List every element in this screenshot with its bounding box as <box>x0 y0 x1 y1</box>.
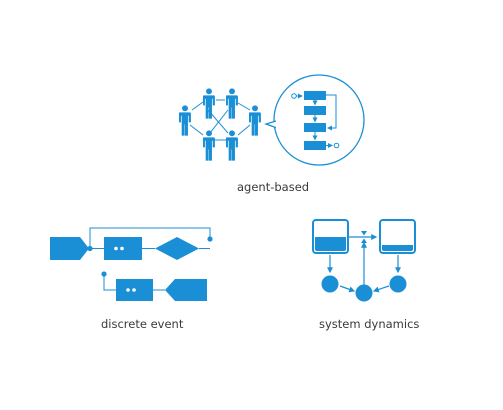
person-icon <box>179 105 191 136</box>
system-dynamics-diagram <box>312 219 416 302</box>
discrete-event-diagram <box>50 227 213 301</box>
person-icon <box>226 88 238 119</box>
valve-icon <box>361 231 367 236</box>
tag-icon <box>165 279 207 301</box>
flowchart-block-icon <box>304 106 326 115</box>
person-icon <box>203 88 215 119</box>
tag-icon <box>50 237 89 260</box>
diamond-icon <box>155 237 199 260</box>
agent-based-label: agent-based <box>237 180 310 194</box>
stock-tank-icon <box>312 219 349 254</box>
flowchart-block-icon <box>304 91 326 100</box>
agent-statechart <box>291 91 340 150</box>
stock-tank-icon <box>379 219 416 254</box>
flowchart-block-icon <box>304 141 326 150</box>
flowchart-block-icon <box>304 123 326 132</box>
person-icon <box>226 130 238 161</box>
circle-node-icon <box>389 275 407 293</box>
magnifier-bubble-icon <box>263 74 365 166</box>
person-icon <box>249 105 261 136</box>
circle-node-icon <box>321 275 339 293</box>
process-links <box>89 227 211 291</box>
discrete-event-label: discrete event <box>101 317 184 331</box>
person-icon <box>203 130 215 161</box>
connector-dot <box>87 245 93 252</box>
connector-dot <box>207 236 213 242</box>
system-dynamics-label: system dynamics <box>319 317 420 331</box>
connector-dot <box>101 271 107 277</box>
circle-node-icon <box>355 284 373 302</box>
agent-based-diagram <box>179 74 365 166</box>
agent-network-links <box>189 99 251 141</box>
